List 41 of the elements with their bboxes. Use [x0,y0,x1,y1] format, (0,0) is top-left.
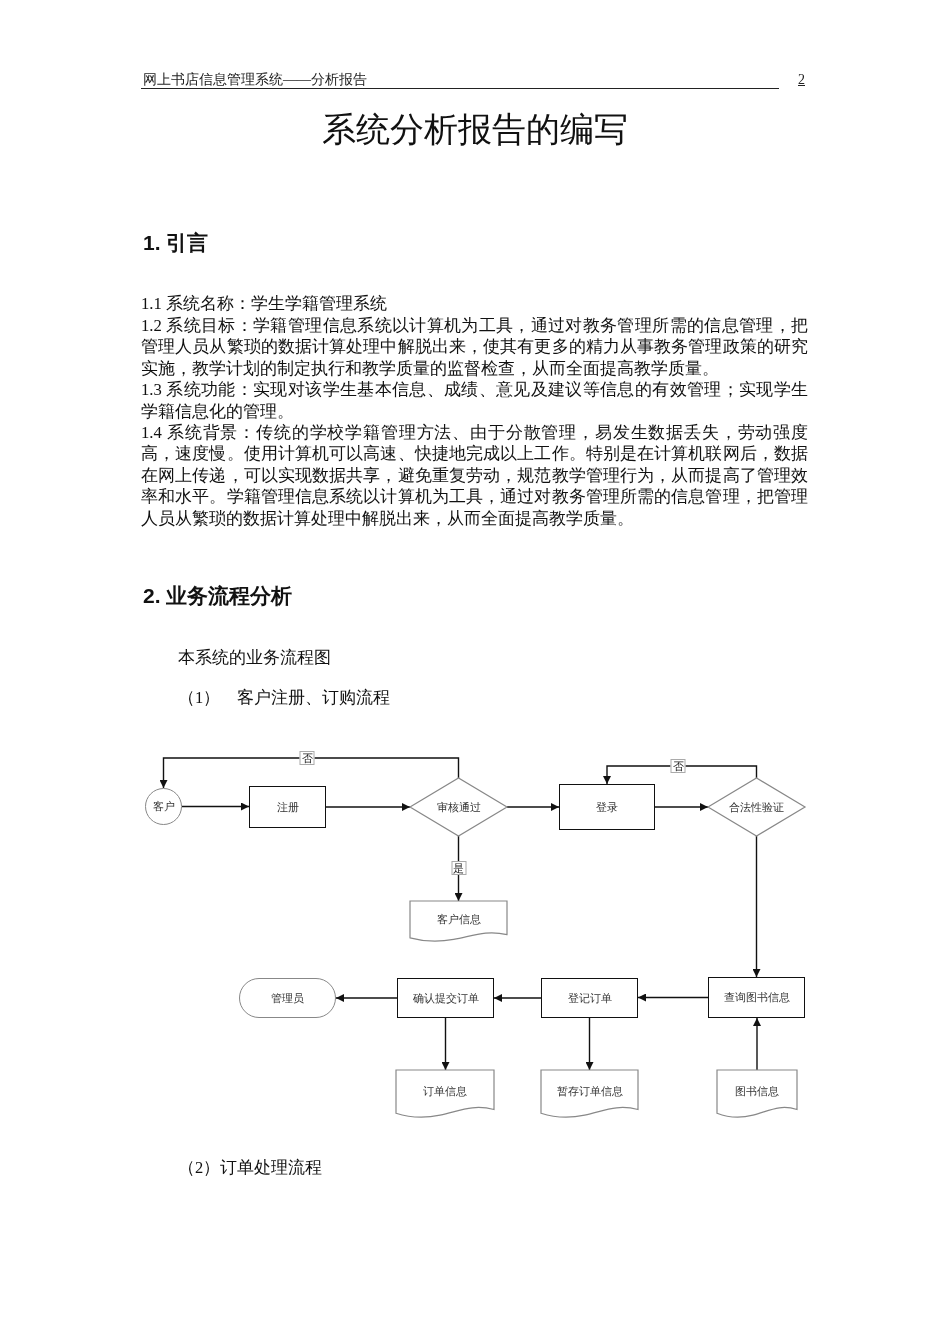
arrow [335,994,398,1002]
arrow [506,803,560,811]
arrow [752,835,761,978]
terminal-shape: 管理员 [239,978,336,1018]
edge-label: 否 [670,759,686,773]
section-heading: 1. 引言 [143,230,209,256]
paragraph: 1.2 系统目标：学籍管理信息系统以计算机为工具，通过对教务管理所需的信息管理，把管理人员从繁琐的数据计算处理中解脱出来，使其有更多的精力从事教务管理政策的研究实施，教学计划的制定执行和教学质量的监督检查，从而全面提高教学质量。 [141,314,808,379]
arrow [441,1017,450,1071]
process-box: 注册 [249,786,326,828]
paragraph: 1.4 系统背景：传统的学校学籍管理方法、由于分散管理，易发生数据丢失，劳动强度高，速度慢。使用计算机可以高速、快捷地完成以上工作。特别是在计算机联网后，数据在网上传递，可以实现数据共享，避免重复劳动，规范教学管理行为，从而提高了管理效率和水平。学籍管理信息系统以计算机为工具，通过对教务管理所需的信息管理，把管理人员从繁琐的数据计算处理中解脱出来，从而全面提高教学质量。 [141,421,808,529]
figure-caption: （1） 客户注册、订购流程 [178,688,391,708]
arrow [753,1017,761,1071]
page-number: 2 [798,71,805,89]
document-shape: 图书信息 [717,1070,797,1117]
figure-caption: 本系统的业务流程图 [178,648,331,668]
process-box: 查询图书信息 [708,977,805,1018]
arrow [603,765,758,785]
paragraph: 1.1 系统名称：学生学籍管理系统 [141,293,389,315]
section-heading: 2. 业务流程分析 [143,583,293,609]
process-box: 登录 [559,784,655,830]
paragraph: 1.3 系统功能：实现对该学生基本信息、成绩、意见及建议等信息的有效管理；实现学生学籍信息化的管理。 [141,379,808,422]
arrow [325,803,411,811]
edge-label: 否 [299,751,315,765]
arrow [159,757,460,789]
document-shape: 暂存订单信息 [541,1070,638,1117]
figure-caption: （2）订单处理流程 [178,1158,323,1178]
arrow [181,802,250,811]
decision-diamond: 审核通过 [410,778,507,836]
document-shape: 客户信息 [410,901,507,941]
header-text: 网上书店信息管理系统——分析报告 [143,71,367,89]
arrow [493,994,542,1002]
arrow [585,1017,594,1071]
decision-diamond: 合法性验证 [708,778,805,836]
document-shape: 订单信息 [396,1070,494,1117]
process-box: 登记订单 [541,978,638,1018]
arrow [654,803,709,811]
circle-node: 客户 [145,788,182,825]
edge-label: 是 [451,861,466,875]
document-title: 系统分析报告的编写 [322,110,628,150]
arrow [637,993,709,1002]
process-box: 确认提交订单 [397,978,494,1018]
